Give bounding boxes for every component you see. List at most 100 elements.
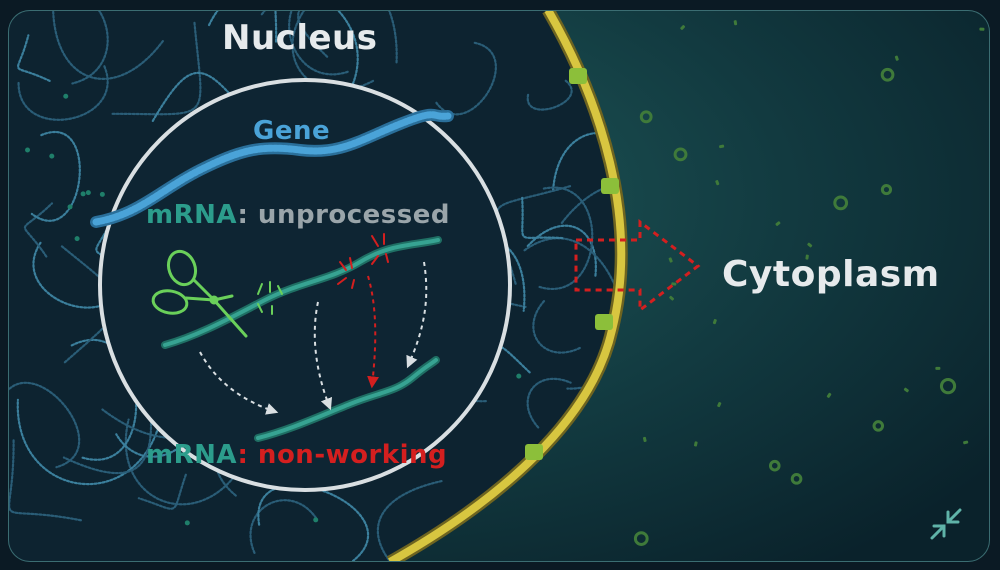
chromatin-loop: [288, 10, 349, 76]
cytoplasm-particle: [935, 366, 941, 370]
cytoplasm-particles: [633, 20, 985, 546]
mrna-nonworking-highlight: [256, 358, 438, 440]
nucleus-particle: [516, 373, 522, 379]
nuclear-pores: [525, 68, 619, 460]
nuclear-pore: [601, 178, 619, 194]
cytoplasm-particle: [633, 531, 649, 546]
cytoplasm-particle: [807, 242, 813, 248]
chromatin-loop: [260, 10, 398, 66]
mrna-unprocessed-label: mRNA: unprocessed: [146, 200, 450, 230]
mrna-unprocessed-highlight: [163, 238, 440, 347]
cytoplasm-particle: [639, 110, 653, 124]
cytoplasm-particle: [671, 282, 677, 286]
cytoplasm-particle: [805, 254, 809, 260]
gene-label: Gene: [253, 116, 331, 146]
flow-arrow-1: [199, 351, 279, 415]
cytoplasm-particle: [903, 387, 909, 393]
cytoplasm-particle: [880, 67, 895, 82]
cytoplasm-particle: [963, 440, 969, 445]
chromatin-loop: [526, 377, 572, 429]
cut-mark-red-left: [337, 257, 355, 289]
chromatin-loop: [44, 10, 109, 85]
cytoplasm-particle: [680, 25, 686, 30]
cytoplasm-particle: [717, 401, 722, 408]
cytoplasm-particle: [826, 392, 832, 398]
chromatin-loop: [249, 499, 318, 554]
gene-strand: [92, 111, 452, 226]
export-arrow-icon: [574, 218, 701, 314]
shrink-arrows-icon[interactable]: [926, 504, 966, 544]
flow-arrow-red: [367, 275, 380, 389]
cytoplasm-particle: [790, 473, 803, 485]
chromatin-loop: [532, 299, 581, 354]
cytoplasm-particle: [880, 183, 893, 196]
nucleus-particle: [80, 191, 86, 197]
scissors-icon: [151, 249, 248, 338]
chromatin-loop: [526, 224, 597, 278]
cytoplasm-particle: [668, 257, 673, 263]
chromatin-loop: [30, 131, 81, 222]
cytoplasm-particle: [939, 378, 957, 395]
cytoplasm-particle: [719, 144, 725, 149]
cytoplasm-particle: [833, 195, 849, 211]
chromatin-loop: [8, 381, 81, 469]
nucleus-particle: [74, 236, 80, 242]
cut-mark-green: [257, 281, 283, 315]
cytoplasm-particle: [669, 295, 675, 301]
chromatin-loop: [274, 10, 320, 43]
nucleus-particle: [25, 147, 31, 153]
cytoplasm-particle: [642, 436, 647, 443]
chromatin-loop: [207, 10, 359, 101]
chromatin-loop: [8, 438, 82, 522]
cytoplasm-particle: [712, 319, 717, 325]
mrna-prefix: mRNA: [146, 200, 238, 230]
mrna-prefix: mRNA: [146, 440, 238, 470]
chromatin-loop: [552, 131, 622, 192]
nuclear-pore: [595, 314, 613, 330]
chromatin-loop: [51, 10, 164, 80]
nucleus-particle: [63, 93, 69, 99]
nonworking-suffix: : non-working: [237, 440, 448, 470]
cytoplasm-particle: [894, 55, 899, 61]
cytoplasm-label: Cytoplasm: [722, 254, 940, 295]
nuclear-pore: [569, 68, 587, 84]
cytoplasm-particle: [979, 27, 985, 31]
cytoplasm-particle: [872, 420, 885, 432]
nuclear-pore: [525, 444, 543, 460]
cytoplasm-particle: [733, 20, 738, 26]
nucleus-particle: [49, 153, 55, 159]
chromatin-loop: [17, 65, 109, 121]
nucleus-particle: [313, 517, 319, 523]
chromatin-loop: [0, 152, 4, 229]
chromatin-loop: [526, 79, 573, 111]
flow-arrow-2: [313, 301, 333, 411]
chromatin-loop: [521, 196, 564, 240]
nucleus-particle: [99, 191, 105, 197]
chromatin-loop: [110, 21, 202, 116]
nucleus-label: Nucleus: [222, 18, 378, 58]
cytoplasm-particle: [715, 180, 720, 186]
mrna-nonworking-label: mRNA: non-working: [146, 440, 447, 470]
cytoplasm-particle: [693, 441, 698, 447]
chromatin-loop: [137, 473, 187, 510]
cytoplasm-particle: [768, 459, 781, 472]
flow-arrow-3: [406, 261, 428, 369]
unprocessed-suffix: : unprocessed: [237, 200, 450, 230]
nucleus-particle: [67, 204, 73, 210]
chromatin-loop: [124, 418, 242, 506]
chromatin-loop: [297, 10, 342, 58]
chromatin-loop: [16, 34, 51, 82]
cytoplasm-particle: [775, 221, 781, 226]
cut-mark-red-right: [371, 233, 389, 265]
nuclear-membrane: [388, 10, 626, 562]
nucleus-particle: [184, 520, 190, 526]
chromatin-loop: [23, 202, 54, 258]
nucleus-particle: [85, 190, 91, 196]
chromatin-loop: [560, 181, 622, 285]
chromatin-loop: [376, 479, 445, 562]
chromatin-loop: [16, 398, 161, 486]
cytoplasm-particle: [673, 147, 688, 162]
chromatin-loop: [257, 484, 370, 562]
